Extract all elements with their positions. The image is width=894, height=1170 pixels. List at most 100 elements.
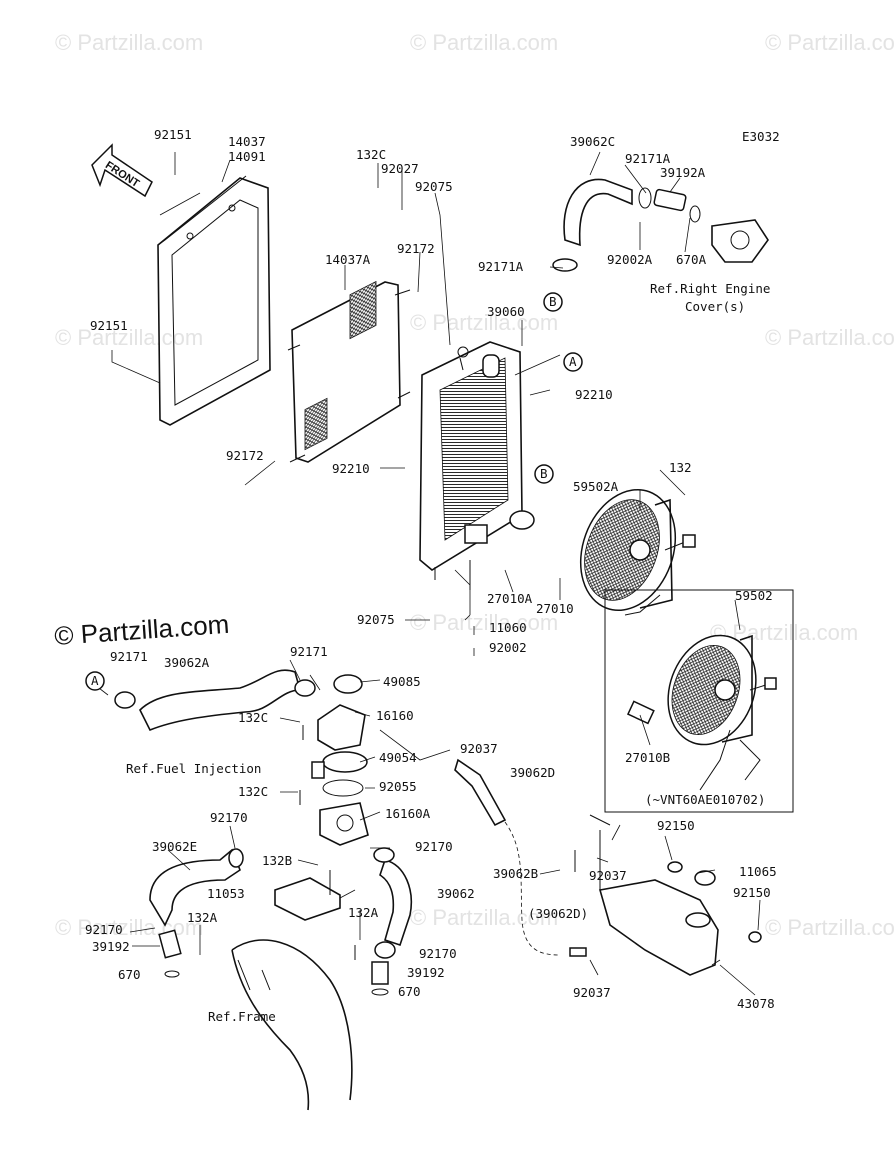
part-label: 132A xyxy=(348,905,379,920)
part-label: 92002 xyxy=(489,640,527,655)
cooling-fan-box xyxy=(604,589,794,813)
cooling-fan-a xyxy=(579,488,696,616)
part-label: 132C xyxy=(238,784,268,799)
thermostat-housing xyxy=(299,674,369,846)
part-label: 27010A xyxy=(487,591,533,606)
callouts: A B B A xyxy=(85,292,583,691)
part-label: 132C xyxy=(356,147,386,162)
part-label: 92151 xyxy=(154,127,192,142)
part-label: 92171A xyxy=(478,259,524,274)
part-label: 132B xyxy=(262,853,292,868)
part-label: 27010B xyxy=(625,750,670,765)
watermark: © Partzilla.com xyxy=(410,610,558,635)
part-label: 11053 xyxy=(207,886,245,901)
hose-39062d xyxy=(454,758,561,956)
part-label: 39192A xyxy=(660,165,706,180)
part-label: 14037A xyxy=(325,252,371,267)
watermark: © Partzilla.com xyxy=(55,30,203,55)
callout-a: A xyxy=(91,673,99,688)
part-label: 92172 xyxy=(226,448,264,463)
note-ref-engine-2: Cover(s) xyxy=(685,299,745,314)
part-label: 39192 xyxy=(407,965,445,980)
part-label: 92037 xyxy=(589,868,627,883)
part-label: 132 xyxy=(669,460,692,475)
part-label: 92170 xyxy=(419,946,457,961)
part-label: 16160 xyxy=(376,708,414,723)
part-label: 39062A xyxy=(164,655,210,670)
part-label: 14091 xyxy=(228,149,266,164)
part-label: 92170 xyxy=(210,810,248,825)
part-label: 132C xyxy=(238,710,268,725)
note-serial: (~VNT60AE010702) xyxy=(645,792,765,807)
part-label: 39062D xyxy=(510,765,555,780)
radiator-screen xyxy=(287,280,411,463)
hose-39062a xyxy=(114,669,316,732)
part-label: (39062D) xyxy=(528,906,588,921)
part-label: 39062B xyxy=(493,866,538,881)
part-label: 92075 xyxy=(357,612,395,627)
hose-39062c xyxy=(552,178,769,272)
part-labels: 92151 14037 14091 92151 132C 92027 92075… xyxy=(85,127,777,1011)
callout-b: B xyxy=(549,294,557,309)
front-arrow: FRONT xyxy=(91,143,153,198)
note-ref-fuel: Ref.Fuel Injection xyxy=(126,761,261,776)
leader-lines xyxy=(94,151,761,996)
copyright-text: © Partzilla.com xyxy=(53,609,230,651)
radiator xyxy=(419,341,535,590)
callout-b: B xyxy=(540,466,548,481)
note-ref-frame: Ref.Frame xyxy=(208,1009,276,1024)
watermark-group: © Partzilla.com © Partzilla.com © Partzi… xyxy=(55,30,894,940)
part-label: 92037 xyxy=(573,985,611,1000)
part-label: 92151 xyxy=(90,318,128,333)
part-label: 39192 xyxy=(92,939,130,954)
part-label: 92002A xyxy=(607,252,653,267)
part-label: 92150 xyxy=(657,818,695,833)
part-label: 92210 xyxy=(332,461,370,476)
watermark: © Partzilla.com xyxy=(410,310,558,335)
watermark: © Partzilla.com xyxy=(410,30,558,55)
part-label: 92075 xyxy=(415,179,453,194)
part-label: 670A xyxy=(676,252,707,267)
reservoir-tank xyxy=(569,814,762,976)
part-label: 92037 xyxy=(460,741,498,756)
watermark: © Partzilla.com xyxy=(55,915,203,940)
part-label: 27010 xyxy=(536,601,574,616)
part-label: 92170 xyxy=(415,839,453,854)
part-label: 39062 xyxy=(437,886,475,901)
part-label: 43078 xyxy=(737,996,775,1011)
radiator-shroud xyxy=(157,175,271,426)
bracket xyxy=(274,870,356,960)
part-label: 92150 xyxy=(733,885,771,900)
part-label: 49085 xyxy=(383,674,421,689)
callout-a: A xyxy=(569,354,577,369)
watermark: © Partzilla.com xyxy=(765,915,894,940)
part-label: 16160A xyxy=(385,806,431,821)
frame xyxy=(231,939,353,1111)
watermark: © Partzilla.com xyxy=(765,30,894,55)
watermark: © Partzilla.com xyxy=(765,325,894,350)
part-label: 92171 xyxy=(290,644,328,659)
part-label: 92171A xyxy=(625,151,671,166)
watermark: © Partzilla.com xyxy=(55,325,203,350)
part-label: 92210 xyxy=(575,387,613,402)
part-label: 670 xyxy=(118,967,141,982)
hose-39062 xyxy=(371,847,412,996)
part-label: 670 xyxy=(398,984,421,999)
part-label: 92172 xyxy=(397,241,435,256)
note-ref-engine-1: Ref.Right Engine xyxy=(650,281,770,296)
part-label: 39062C xyxy=(570,134,615,149)
part-label: 39062E xyxy=(152,839,197,854)
part-label: 49054 xyxy=(379,750,417,765)
part-label: 39060 xyxy=(487,304,525,319)
watermark: © Partzilla.com xyxy=(410,905,558,930)
part-label: 92170 xyxy=(85,922,123,937)
part-label: 11060 xyxy=(489,620,527,635)
part-label: 132A xyxy=(187,910,218,925)
part-label: 14037 xyxy=(228,134,266,149)
hose-39062e xyxy=(149,848,244,978)
part-label: 92171 xyxy=(110,649,148,664)
part-label: 59502A xyxy=(573,479,619,494)
part-label: 92027 xyxy=(381,161,419,176)
